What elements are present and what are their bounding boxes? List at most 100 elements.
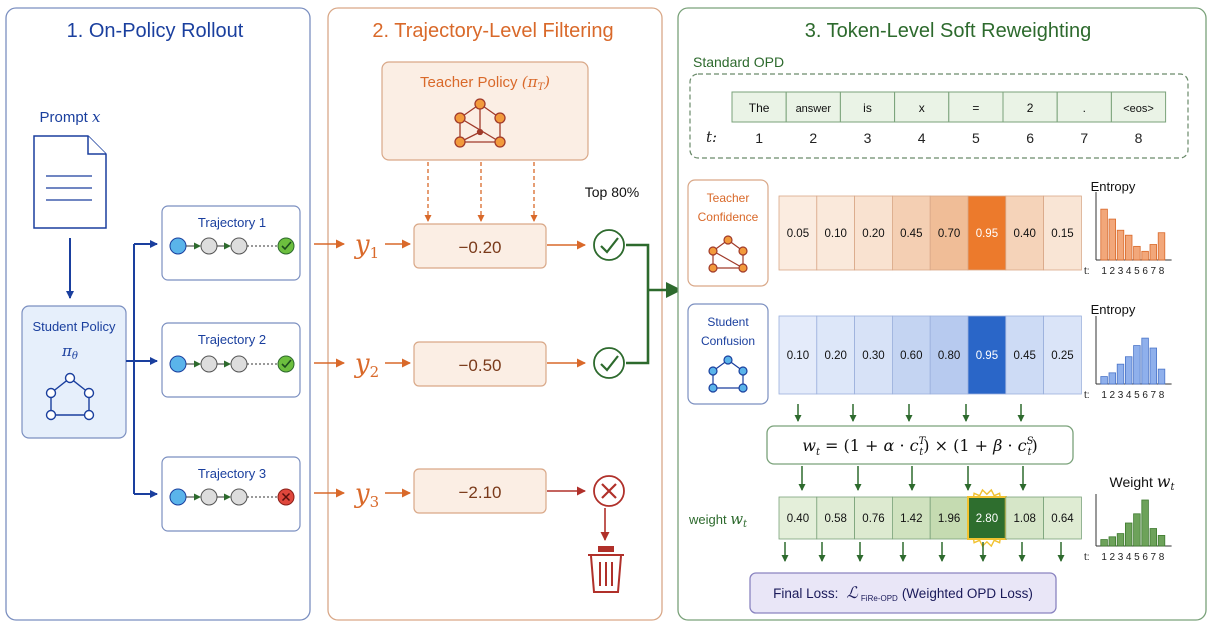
cell-value: 0.25 [1051, 350, 1073, 362]
mini-tick: 1 [1101, 552, 1107, 563]
value-cell: 0.60 [892, 315, 931, 395]
mini-bar [1149, 528, 1157, 547]
token-text: x [919, 101, 925, 115]
mini-axis-label: t: [1084, 552, 1090, 563]
student-entropy-title: Entropy [1091, 302, 1136, 317]
token-cell: = [948, 91, 1004, 123]
cell-value: 0.15 [1051, 228, 1073, 240]
value-cell: 0.45 [1005, 315, 1044, 395]
score-box-3: −2.10 [413, 468, 547, 514]
value-cell: 1.96 [929, 496, 969, 540]
token-text: is [863, 101, 872, 115]
trajectory-2: Trajectory 2 [161, 322, 301, 398]
mini-bar [1116, 229, 1125, 261]
mini-tick: 2 [1110, 552, 1116, 563]
trajectory-1-label: Trajectory 1 [198, 215, 266, 230]
mini-tick: 6 [1142, 266, 1148, 277]
y3-label: y3 [354, 479, 379, 511]
standard-opd-label: Standard OPD [693, 54, 784, 70]
cell-value: 0.40 [1014, 228, 1036, 240]
mini-tick: 3 [1118, 552, 1124, 563]
t-label: t: [706, 128, 717, 146]
cell-value: 0.20 [825, 350, 847, 362]
mini-tick: 4 [1126, 390, 1132, 401]
traj-to-y-arrows [314, 239, 411, 498]
cell-value: 0.20 [862, 228, 884, 240]
panel-on-policy-rollout: 1. On-Policy Rollout Prompt x Student Po… [5, 7, 311, 621]
mini-tick: 2 [1110, 390, 1116, 401]
token-text: 2 [1027, 101, 1034, 115]
teacher-confidence-label-2: Confidence [698, 210, 759, 224]
cell-value: 0.58 [825, 513, 847, 525]
mini-bar [1133, 345, 1141, 385]
cell-value: 0.45 [900, 228, 922, 240]
value-cell: 0.80 [929, 315, 969, 395]
value-cell: 0.15 [1043, 195, 1082, 271]
trajectory-3: Trajectory 3 [161, 456, 301, 532]
mini-tick: 6 [1142, 390, 1148, 401]
trajectory-3-label: Trajectory 3 [198, 466, 266, 481]
token-cell: 2 [1002, 91, 1058, 123]
mini-tick: 7 [1151, 390, 1157, 401]
score-1: −0.20 [458, 238, 501, 257]
mini-tick: 6 [1142, 552, 1148, 563]
teacher-dashed-arrows [424, 162, 538, 222]
mini-bar [1116, 363, 1125, 385]
mini-tick: 1 [1101, 390, 1107, 401]
teacher-confidence-box: Teacher Confidence [687, 179, 769, 287]
token-cell: is [839, 91, 896, 123]
mini-axis-label: t: [1084, 390, 1090, 401]
mini-bar [1141, 499, 1149, 547]
score-to-result-arrows [547, 240, 586, 496]
position-number: 5 [972, 130, 980, 146]
mini-bar [1149, 244, 1157, 261]
position-number: 7 [1080, 130, 1088, 146]
y2-label: y2 [354, 349, 379, 381]
mini-tick: 3 [1118, 266, 1124, 277]
student-policy-symbol: πθ [61, 342, 78, 362]
student-policy-label: Student Policy [32, 319, 116, 334]
down-arrows-to-weights [798, 466, 1027, 491]
value-cell: 0.40 [778, 496, 818, 540]
position-number: 3 [864, 130, 872, 146]
trajectory-2-label: Trajectory 2 [198, 332, 266, 347]
cell-value: 0.80 [938, 350, 960, 362]
token-cell: answer [785, 91, 841, 123]
branch-arrows [126, 240, 158, 498]
cell-value: 0.10 [787, 350, 809, 362]
token-text: answer [796, 103, 832, 115]
score-box-1: −0.20 [413, 223, 547, 269]
mini-tick: 8 [1159, 552, 1165, 563]
value-cell: 0.10 [778, 315, 818, 395]
cell-value: 1.08 [1014, 513, 1036, 525]
score-box-2: −0.50 [413, 341, 547, 387]
value-cell: 0.45 [892, 195, 931, 271]
mini-tick: 4 [1126, 266, 1132, 277]
token-text: The [749, 101, 770, 115]
mini-bar [1149, 347, 1157, 385]
value-cell: 1.08 [1005, 496, 1044, 540]
weight-row-label: weight wt [688, 510, 748, 530]
mini-tick: 5 [1134, 390, 1140, 401]
prompt-label: Prompt x [40, 108, 102, 126]
standard-opd-box [689, 73, 1189, 159]
mini-bar [1108, 536, 1116, 547]
student-confusion-label-2: Confusion [701, 334, 755, 348]
teacher-confidence-label-1: Teacher [707, 191, 750, 205]
trajectory-3-chain [169, 488, 295, 506]
mini-tick: 2 [1110, 266, 1116, 277]
token-cell: x [894, 91, 950, 123]
student-policy-box: Student Policy πθ [21, 305, 127, 439]
token-text: . [1083, 101, 1086, 115]
mini-bar [1125, 356, 1133, 385]
cell-value: 0.05 [787, 228, 809, 240]
